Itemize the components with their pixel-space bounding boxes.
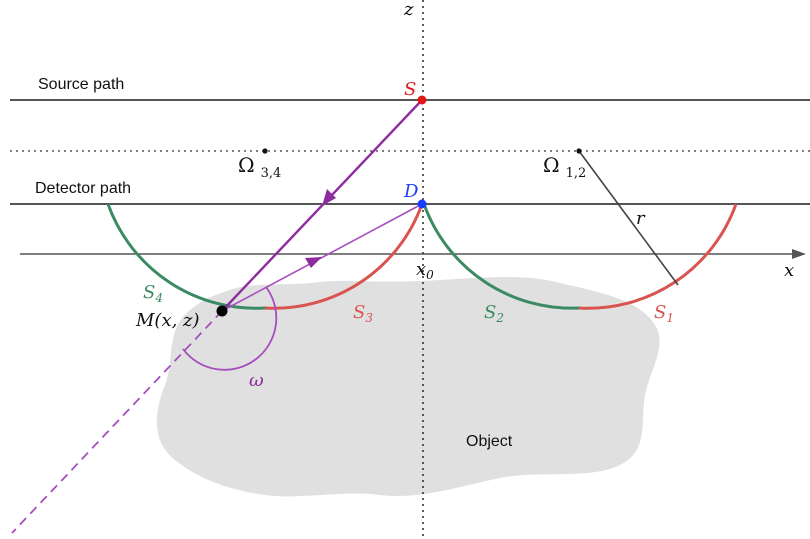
object-label: Object (466, 433, 513, 450)
z-axis-label: z (403, 0, 414, 20)
omega-12-point (576, 148, 582, 154)
s1-label: S1 (654, 302, 674, 325)
angle-omega-arc (182, 286, 278, 371)
arc-s4 (106, 203, 266, 310)
arc-s1 (578, 203, 738, 310)
s4-label: S4 (143, 282, 163, 305)
ray-detector-arrow (305, 257, 322, 268)
source-path-label: Source path (38, 76, 124, 93)
radius-label: r (636, 208, 646, 229)
detector-path-label: Detector path (35, 180, 131, 197)
ray-source-arrow (322, 189, 336, 206)
m-point (216, 305, 228, 317)
object-region (156, 276, 660, 497)
omega-34-point (262, 148, 268, 154)
s2-label: S2 (484, 302, 504, 325)
arc-s3 (264, 203, 424, 310)
ray-source-to-m (221, 99, 423, 312)
ray-m-to-detector (221, 203, 423, 312)
s3-label: S3 (353, 302, 373, 325)
detector-point-label: D (403, 181, 419, 202)
x0-label: x0 (416, 259, 434, 282)
m-point-label: M(x, z) (135, 310, 200, 331)
x-axis-label: x (784, 260, 794, 281)
detector-point (417, 199, 427, 209)
arc-s2 (422, 203, 580, 310)
radius-line (578, 150, 679, 286)
dashed-extension (11, 310, 223, 534)
source-point-label: S (404, 79, 416, 100)
source-point (417, 95, 427, 105)
omega-angle-label: ω (249, 370, 264, 391)
